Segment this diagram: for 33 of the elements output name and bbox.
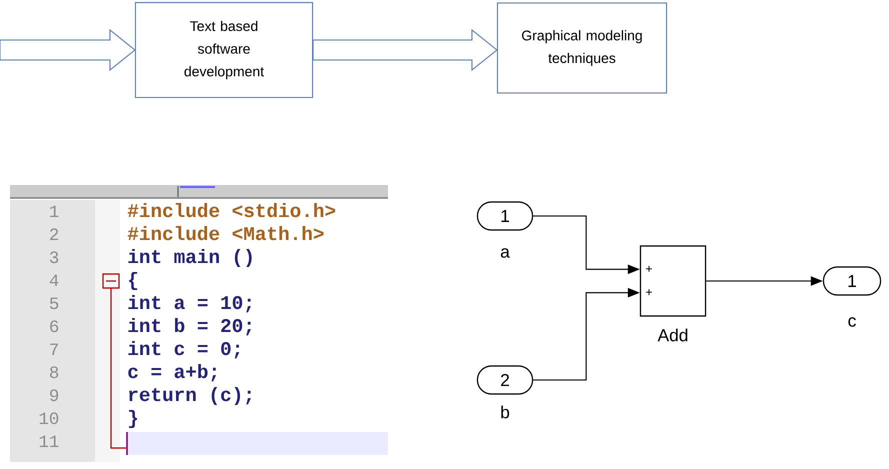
code-line: int main () (128, 249, 252, 268)
block-label: c (848, 317, 856, 327)
line-number: 6 (50, 320, 58, 332)
line-number: 9 (50, 389, 58, 402)
block-arrow (312, 28, 498, 72)
block-label: b (501, 406, 510, 418)
code-line: return (c); (129, 387, 251, 406)
code-line: int c = 0; (128, 341, 240, 358)
block-label: Add (658, 328, 688, 342)
line-number: 7 (50, 344, 58, 355)
line-number: 5 (50, 298, 58, 310)
code-line: } (129, 410, 138, 428)
code-line: int a = 10; (128, 295, 251, 312)
process-box: Graphical modeling techniques (496, 2, 668, 94)
block-arrow (0, 28, 136, 72)
line-number: 4 (50, 274, 58, 286)
line-number: 10 (40, 412, 58, 424)
block-label: a (500, 248, 510, 258)
line-number: 11 (40, 436, 58, 447)
code-line: #include <stdio.h> (128, 203, 336, 218)
code-line: #include <Math.h> (128, 226, 324, 240)
code-line: { (129, 272, 138, 290)
line-number: 3 (50, 251, 58, 264)
code-line: c = a+b; (128, 364, 216, 382)
process-box: Text based software development (134, 2, 314, 98)
line-number: 8 (50, 366, 58, 378)
code-line: int b = 20; (128, 318, 251, 336)
line-number: 2 (50, 228, 58, 240)
sum-block: + + (640, 245, 706, 317)
line-number: 1 (50, 206, 58, 217)
port-block: 1 (822, 266, 882, 296)
port-block: 1 (476, 201, 534, 231)
port-block: 2 (476, 365, 534, 395)
